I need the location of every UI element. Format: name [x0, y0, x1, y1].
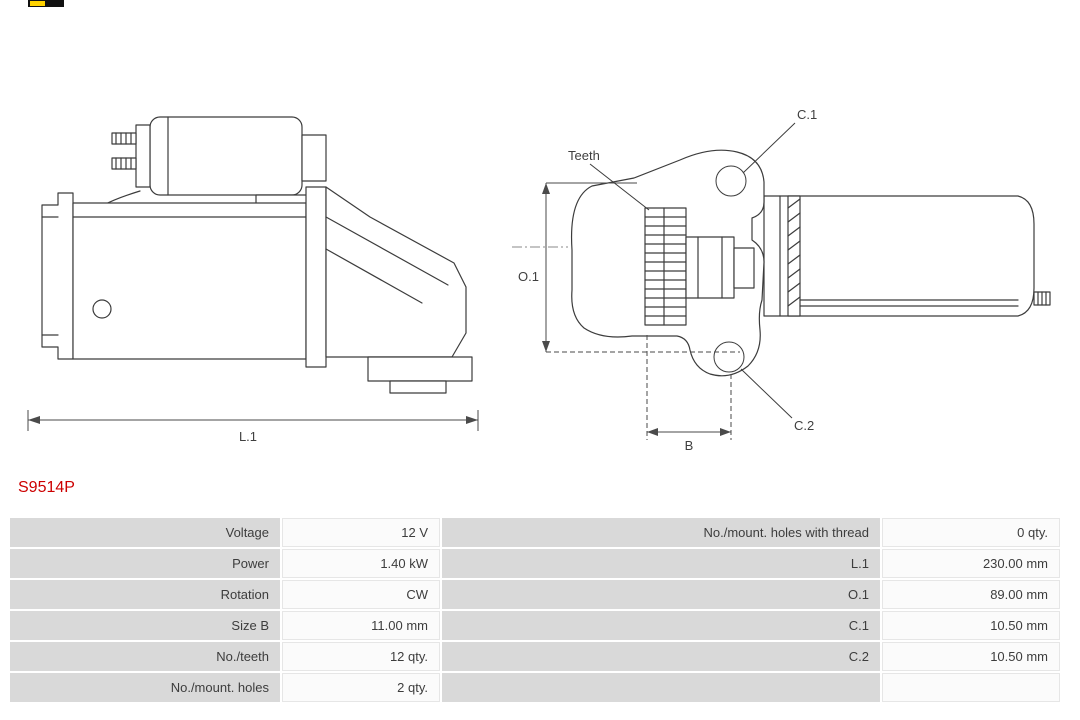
spec-value: 0 qty.	[882, 518, 1060, 547]
spec-label: Power	[10, 549, 280, 578]
b-dim-label: B	[685, 438, 694, 453]
drawing-side-view: L.1	[27, 116, 479, 444]
spec-label	[442, 673, 880, 702]
spec-label: Rotation	[10, 580, 280, 609]
spec-value: 89.00 mm	[882, 580, 1060, 609]
teeth-label: Teeth	[568, 148, 600, 163]
spec-label: C.1	[442, 611, 880, 640]
logo-accent	[30, 1, 45, 6]
spec-value: CW	[282, 580, 440, 609]
spec-value	[882, 673, 1060, 702]
spec-label: L.1	[442, 549, 880, 578]
spec-value: 10.50 mm	[882, 642, 1060, 671]
callout-teeth: Teeth	[568, 148, 650, 211]
spec-value: 10.50 mm	[882, 611, 1060, 640]
spec-value: 1.40 kW	[282, 549, 440, 578]
as-pl-logo	[28, 0, 64, 7]
spec-value: 230.00 mm	[882, 549, 1060, 578]
spec-label: No./teeth	[10, 642, 280, 671]
spec-row: No./teeth 12 qty. C.2 10.50 mm	[10, 642, 1060, 671]
part-number: S9514P	[18, 479, 75, 496]
spec-label: O.1	[442, 580, 880, 609]
spec-label: Voltage	[10, 518, 280, 547]
pinion-gear	[644, 207, 755, 326]
spec-value: 2 qty.	[282, 673, 440, 702]
spec-value: 12 qty.	[282, 642, 440, 671]
dimension-o1: O.1	[518, 182, 740, 353]
dimension-b: B	[646, 335, 732, 453]
motor-body	[763, 195, 1051, 317]
spec-row: Size B 11.00 mm C.1 10.50 mm	[10, 611, 1060, 640]
spec-value: 11.00 mm	[282, 611, 440, 640]
mount-hole-c2	[713, 341, 745, 373]
callout-c2: C.2	[740, 368, 814, 433]
mount-hole-c1	[715, 165, 747, 197]
callout-c1: C.1	[742, 107, 817, 174]
spec-row: Voltage 12 V No./mount. holes with threa…	[10, 518, 1060, 547]
c2-label: C.2	[794, 418, 814, 433]
spec-label: No./mount. holes	[10, 673, 280, 702]
drawing-front-view: O.1 Teeth C.1 C.2 B	[512, 107, 1051, 453]
spec-label: No./mount. holes with thread	[442, 518, 880, 547]
spec-table: Voltage 12 V No./mount. holes with threa…	[8, 516, 1062, 704]
dimension-l1: L.1	[27, 410, 479, 444]
spec-label: Size B	[10, 611, 280, 640]
spec-row: Rotation CW O.1 89.00 mm	[10, 580, 1060, 609]
l1-dim-label: L.1	[239, 429, 257, 444]
c1-label: C.1	[797, 107, 817, 122]
spec-value: 12 V	[282, 518, 440, 547]
spec-label: C.2	[442, 642, 880, 671]
spec-row: No./mount. holes 2 qty.	[10, 673, 1060, 702]
spec-row: Power 1.40 kW L.1 230.00 mm	[10, 549, 1060, 578]
o1-dim-label: O.1	[518, 269, 539, 284]
starter-side-outline	[41, 116, 473, 394]
